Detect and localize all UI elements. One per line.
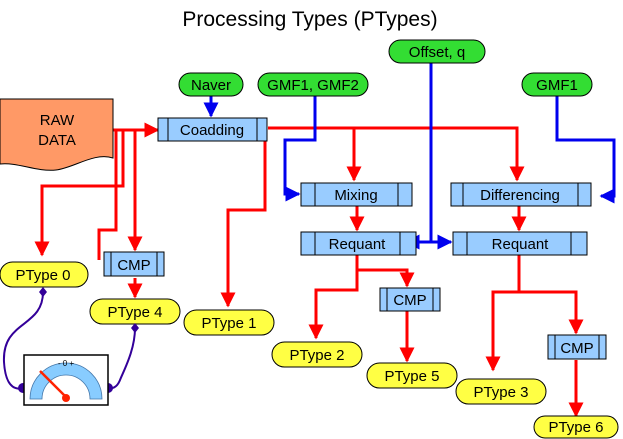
output-ptype2-label: PType 2 — [289, 347, 344, 364]
block-coadding: Coadding — [157, 117, 268, 142]
param-gmf1: GMF1 — [521, 72, 593, 97]
gauge-scale-label: - 0 + — [58, 359, 75, 368]
block-cmp-b: CMP — [379, 287, 441, 312]
data-flow-lines — [34, 122, 584, 418]
param-gmf1-gmf2: GMF1, GMF2 — [257, 72, 369, 97]
block-requant-right: Requant — [452, 231, 588, 256]
param-naver: Naver — [178, 72, 244, 97]
output-ptype1: PType 1 — [183, 309, 275, 336]
block-requant-left: Requant — [300, 231, 417, 256]
output-ptype6: PType 6 — [533, 415, 619, 439]
output-ptype3: PType 3 — [455, 378, 547, 405]
output-ptype6-label: PType 6 — [548, 419, 603, 436]
block-cmp-c-label: CMP — [560, 340, 593, 357]
output-ptype1-label: PType 1 — [201, 315, 256, 332]
block-mixing: Mixing — [300, 182, 413, 207]
raw-data-source: RAW DATA — [0, 98, 114, 171]
param-naver-label: Naver — [191, 77, 231, 94]
block-requant-right-label: Requant — [492, 236, 550, 253]
param-offset-q-label: Offset, q — [409, 44, 465, 61]
param-gmf1-label: GMF1 — [536, 77, 578, 94]
output-ptype0-label: PType 0 — [15, 267, 70, 284]
raw-data-label-1: RAW — [40, 112, 75, 129]
output-ptype3-label: PType 3 — [473, 384, 528, 401]
block-cmp-c: CMP — [547, 334, 607, 360]
param-offset-q: Offset, q — [388, 39, 486, 64]
block-differencing: Differencing — [450, 182, 592, 207]
raw-data-label-2: DATA — [38, 132, 76, 149]
output-ptype4: PType 4 — [89, 298, 181, 325]
gauge-pivot — [62, 394, 70, 402]
output-ptype5-label: PType 5 — [384, 368, 439, 385]
diagram-title: Processing Types (PTypes) — [182, 8, 437, 31]
output-ptype2: PType 2 — [271, 341, 363, 368]
block-coadding-label: Coadding — [180, 122, 244, 139]
block-differencing-label: Differencing — [480, 187, 560, 204]
output-ptype0: PType 0 — [0, 261, 89, 288]
param-gmf1-gmf2-label: GMF1, GMF2 — [267, 77, 359, 94]
output-ptype5: PType 5 — [366, 362, 458, 389]
output-ptype4-label: PType 4 — [107, 304, 162, 321]
gauge-needle — [39, 370, 67, 398]
block-mixing-label: Mixing — [334, 187, 377, 204]
block-cmp-b-label: CMP — [393, 292, 426, 309]
parameter-lines — [203, 63, 616, 250]
block-cmp-a-label: CMP — [117, 257, 150, 274]
block-requant-left-label: Requant — [329, 236, 387, 253]
block-cmp-a: CMP — [103, 251, 165, 277]
gauge-meter: - 0 + — [23, 354, 109, 406]
probe-diamond-right — [131, 323, 139, 333]
probe-diamond-left — [39, 287, 47, 297]
